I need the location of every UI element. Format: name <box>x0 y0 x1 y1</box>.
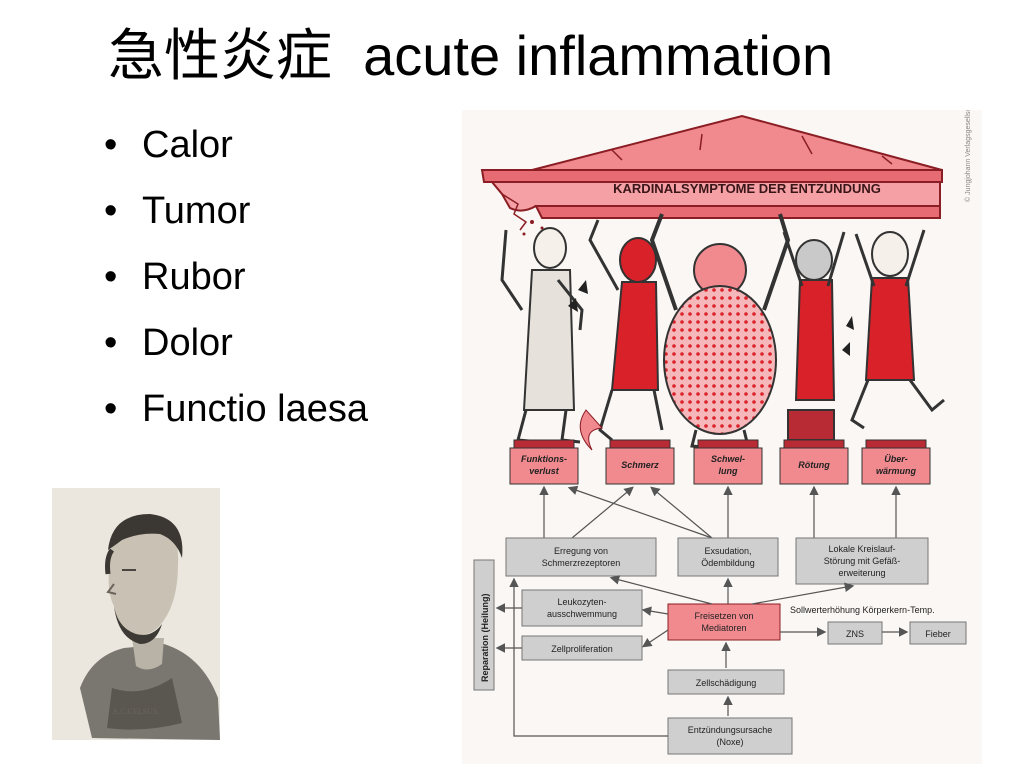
box-text: ausschwemmung <box>547 609 617 619</box>
list-item: Dolor <box>104 320 368 386</box>
list-item: Functio laesa <box>104 386 368 452</box>
pedestal-ueberwaermung: Über- wärmung <box>861 439 931 485</box>
title-chinese: 急性炎症 <box>108 24 332 89</box>
flow-arrows-lower <box>495 575 909 737</box>
box-text: Ödembildung <box>701 558 755 568</box>
pedestal-label: lung <box>719 466 738 476</box>
pedestal-label: Schwel- <box>711 454 745 464</box>
box-zellschaedigung: Zellschädigung <box>667 669 785 695</box>
figure-loss-of-function <box>500 227 584 444</box>
pedestal-schmerz: Schmerz <box>605 439 675 485</box>
box-zellproliferation: Zellproliferation <box>521 635 643 661</box>
pedestal-label: Rötung <box>798 460 830 470</box>
pedestal-roetung: Rötung <box>779 439 849 485</box>
box-erregung: Erregung von Schmerzrezeptoren <box>505 537 657 577</box>
box-text: Mediatoren <box>701 623 746 633</box>
list-item: Tumor <box>104 188 368 254</box>
temple-architrave <box>480 169 943 236</box>
portrait-engraving: A.C.CELSUS. <box>52 488 220 740</box>
figure-heat <box>842 229 945 430</box>
box-kreislauf: Lokale Kreislauf- Störung mit Gefäß- erw… <box>795 537 929 585</box>
box-text: Leukozyten- <box>557 597 606 607</box>
list-item: Calor <box>104 122 368 188</box>
symptom-list: Calor Tumor Rubor Dolor Functio laesa <box>104 122 368 452</box>
box-ursache: Entzündungsursache (Noxe) <box>667 717 793 755</box>
copyright-note: © Jungjohann Verlagsgesellschaft <box>964 110 972 202</box>
box-exsudation: Exsudation, Ödembildung <box>677 537 779 577</box>
box-text: Lokale Kreislauf- <box>828 544 895 554</box>
list-item: Rubor <box>104 254 368 320</box>
pedestal-label: wärmung <box>876 466 917 476</box>
box-text: Exsudation, <box>704 546 751 556</box>
box-text: Erregung von <box>554 546 608 556</box>
box-text: Fieber <box>925 629 951 639</box>
celsus-portrait: A.C.CELSUS. <box>52 488 220 740</box>
box-leukozyten: Leukozyten- ausschwemmung <box>521 589 643 627</box>
sollwert-label: Sollwerterhöhung Körperkern-Temp. <box>790 605 935 615</box>
box-text: Schmerzrezeptoren <box>542 558 621 568</box>
temple-pediment <box>531 114 943 171</box>
box-text: erweiterung <box>838 568 885 578</box>
figure-swelling <box>649 213 791 450</box>
box-text: Zellschädigung <box>696 678 757 688</box>
pedestal-label: Schmerz <box>621 460 659 470</box>
figure-canvas: © Jungjohann Verlagsgesellschaft KARDINA… <box>473 110 972 755</box>
box-text: ZNS <box>846 629 864 639</box>
title-english: acute inflammation <box>363 24 834 87</box>
cardinal-symptoms-figure: © Jungjohann Verlagsgesellschaft KARDINA… <box>462 110 982 764</box>
reparation-label: Reparation (Heilung) <box>480 593 490 682</box>
pedestal-label: Über- <box>884 454 908 464</box>
box-fieber: Fieber <box>909 621 967 645</box>
box-text: Störung mit Gefäß- <box>824 556 901 566</box>
box-text: Freisetzen von <box>694 611 753 621</box>
banner-title: KARDINALSYMPTOME DER ENTZÜNDUNG <box>613 181 881 196</box>
box-zns: ZNS <box>827 621 883 645</box>
pedestal-label: Funktions- <box>521 454 567 464</box>
figure-pain <box>568 219 664 451</box>
box-text: Zellproliferation <box>551 644 613 654</box>
portrait-caption: A.C.CELSUS. <box>113 707 160 716</box>
pedestal-schwellung: Schwel- lung <box>693 439 763 485</box>
figure-redness <box>782 231 846 441</box>
pedestal-funktionsverlust: Funktions- verlust <box>509 439 579 485</box>
box-text: Entzündungsursache <box>688 725 773 735</box>
box-text: (Noxe) <box>716 737 743 747</box>
reparation-bar: Reparation (Heilung) <box>473 559 495 691</box>
box-freisetzen: Freisetzen von Mediatoren <box>667 603 781 641</box>
flow-arrows-top <box>539 485 901 539</box>
pedestal-label: verlust <box>529 466 560 476</box>
slide-title: 急性炎症 acute inflammation <box>108 28 833 85</box>
